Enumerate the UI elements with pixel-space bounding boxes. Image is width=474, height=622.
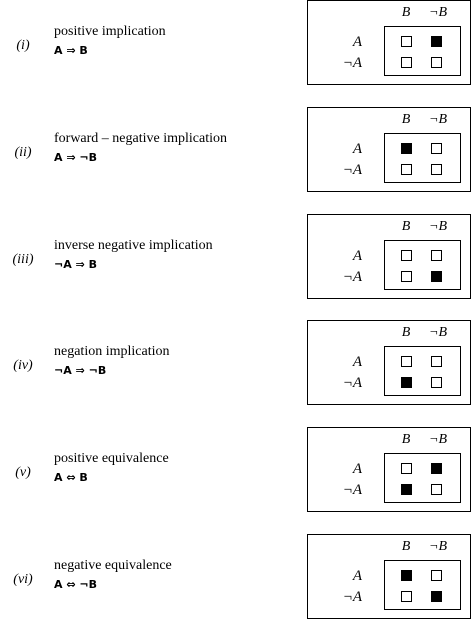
truth-table-panel: B ¬B A ¬A — [307, 0, 471, 85]
truth-table-panel: B ¬B A ¬A — [307, 320, 471, 405]
diagram-row: (iii) inverse negative implication ¬A ⇒ B B… — [0, 214, 474, 302]
empty-square — [401, 591, 412, 602]
row-header: A — [352, 354, 362, 370]
empty-square — [401, 164, 412, 175]
diagram-row: (i) positive implication A ⇒ B B ¬B A ¬A — [0, 0, 474, 88]
filled-square — [401, 377, 412, 388]
row-label: (i) — [16, 38, 30, 53]
diagram-row: (ii) forward – negative implication A ⇒ ¬B… — [0, 107, 474, 195]
diagram-row: (vi) negative equivalence A ⇔ ¬B B ¬B A ¬A — [0, 534, 474, 622]
row-header: ¬A — [342, 269, 362, 285]
row-formula: ¬A ⇒ B — [54, 258, 97, 271]
empty-square — [431, 57, 442, 68]
row-header: ¬A — [342, 375, 362, 391]
row-header: ¬A — [342, 55, 362, 71]
empty-square — [431, 143, 442, 154]
filled-square — [431, 36, 442, 47]
row-header: A — [352, 461, 362, 477]
row-header: A — [352, 141, 362, 157]
row-formula: A ⇔ ¬B — [54, 578, 97, 591]
empty-square — [401, 36, 412, 47]
row-label: (vi) — [13, 572, 33, 587]
truth-grid — [384, 133, 461, 183]
column-header: ¬B — [429, 5, 447, 20]
row-label: (v) — [15, 465, 31, 480]
truth-table-panel: B ¬B A ¬A — [307, 534, 471, 619]
column-header: B — [401, 5, 411, 20]
empty-square — [401, 250, 412, 261]
column-header: ¬B — [429, 432, 447, 447]
empty-square — [431, 484, 442, 495]
column-header: ¬B — [429, 539, 447, 554]
row-formula: A ⇔ B — [54, 471, 88, 484]
truth-grid — [384, 26, 461, 76]
truth-grid — [384, 560, 461, 610]
truth-table-panel: B ¬B A ¬A — [307, 427, 471, 512]
empty-square — [431, 356, 442, 367]
filled-square — [401, 570, 412, 581]
row-title: negation implication — [54, 344, 170, 359]
filled-square — [431, 463, 442, 474]
row-header: ¬A — [342, 162, 362, 178]
column-header: B — [401, 112, 411, 127]
row-title: inverse negative implication — [54, 238, 213, 253]
empty-square — [431, 250, 442, 261]
row-formula: ¬A ⇒ ¬B — [54, 364, 107, 377]
row-header: A — [352, 248, 362, 264]
filled-square — [401, 143, 412, 154]
row-title: positive equivalence — [54, 451, 169, 466]
column-header: B — [401, 219, 411, 234]
column-header: ¬B — [429, 112, 447, 127]
diagram-row: (iv) negation implication ¬A ⇒ ¬B B ¬B A ¬A — [0, 320, 474, 408]
row-title: negative equivalence — [54, 558, 172, 573]
truth-grid — [384, 346, 461, 396]
row-formula: A ⇒ B — [54, 44, 88, 57]
row-header: ¬A — [342, 589, 362, 605]
filled-square — [431, 591, 442, 602]
row-title: forward – negative implication — [54, 131, 227, 146]
row-label: (iv) — [13, 358, 33, 373]
row-label: (ii) — [14, 145, 32, 160]
truth-table-panel: B ¬B A ¬A — [307, 107, 471, 192]
row-title: positive implication — [54, 24, 166, 39]
row-header: A — [352, 34, 362, 50]
empty-square — [401, 57, 412, 68]
row-header: ¬A — [342, 482, 362, 498]
filled-square — [401, 484, 412, 495]
row-header: A — [352, 568, 362, 584]
truth-table-panel: B ¬B A ¬A — [307, 214, 471, 299]
column-header: B — [401, 539, 411, 554]
empty-square — [431, 570, 442, 581]
diagram-row: (v) positive equivalence A ⇔ B B ¬B A ¬A — [0, 427, 474, 515]
column-header: ¬B — [429, 219, 447, 234]
filled-square — [431, 271, 442, 282]
row-label: (iii) — [12, 252, 34, 267]
column-header: B — [401, 432, 411, 447]
empty-square — [431, 164, 442, 175]
truth-grid — [384, 453, 461, 503]
empty-square — [401, 463, 412, 474]
column-header: B — [401, 325, 411, 340]
empty-square — [401, 356, 412, 367]
truth-grid — [384, 240, 461, 290]
empty-square — [401, 271, 412, 282]
empty-square — [431, 377, 442, 388]
row-formula: A ⇒ ¬B — [54, 151, 97, 164]
column-header: ¬B — [429, 325, 447, 340]
